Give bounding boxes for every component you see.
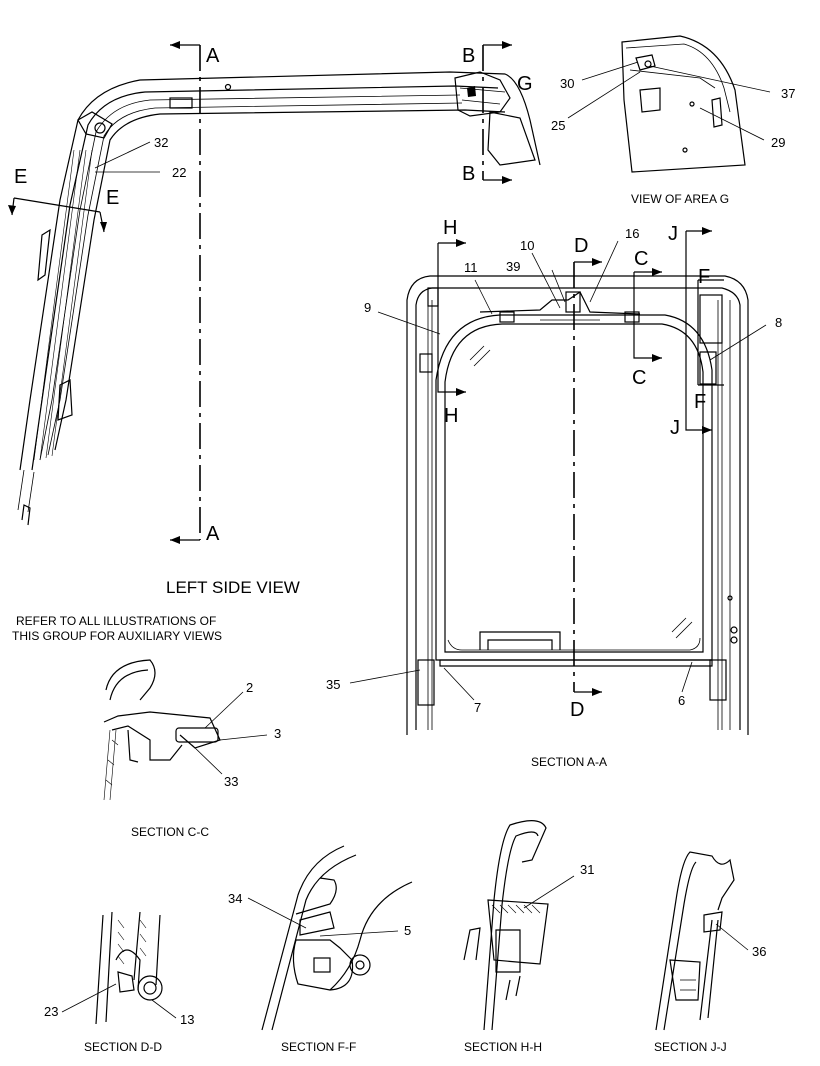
marker-h-top: H: [443, 217, 457, 239]
marker-a-top: A: [206, 45, 220, 67]
section-h-title: SECTION H-H: [464, 1040, 542, 1054]
callout-7: 7: [474, 700, 481, 715]
callout-9: 9: [364, 300, 371, 315]
section-d-d: 23 13 SECTION D-D: [44, 911, 194, 1054]
marker-g: G: [517, 73, 533, 95]
callout-10: 10: [520, 238, 534, 253]
callout-13: 13: [180, 1012, 194, 1027]
callout-33: 33: [224, 774, 238, 789]
callout-3: 3: [274, 726, 281, 741]
callout-37: 37: [781, 86, 795, 101]
callout-25: 25: [551, 118, 565, 133]
marker-e-left: E: [14, 166, 27, 188]
left-side-view-title: LEFT SIDE VIEW: [166, 578, 300, 597]
callout-32: 32: [154, 135, 168, 150]
section-c-title: SECTION C-C: [131, 825, 209, 839]
section-h-h: 31 SECTION H-H: [463, 820, 594, 1054]
note-line-2: THIS GROUP FOR AUXILIARY VIEWS: [12, 629, 222, 643]
section-f-f: 34 5 SECTION F-F: [228, 845, 413, 1054]
section-c-c: 2 3 33 SECTION C-C: [103, 659, 281, 839]
section-f-title: SECTION F-F: [281, 1040, 356, 1054]
marker-b-bottom: B: [462, 163, 475, 185]
callout-5: 5: [404, 923, 411, 938]
section-a-title: SECTION A-A: [531, 755, 607, 769]
callout-34: 34: [228, 891, 242, 906]
marker-f-bottom: F: [694, 391, 706, 413]
marker-h-bottom: H: [444, 405, 458, 427]
callout-8: 8: [775, 315, 782, 330]
view-area-g-title: VIEW OF AREA G: [631, 192, 729, 206]
marker-c-top: C: [634, 248, 648, 270]
marker-d-bottom: D: [570, 699, 584, 721]
section-j-j: 36 SECTION J-J: [654, 851, 766, 1054]
marker-j-bottom: J: [670, 417, 680, 439]
marker-f-top: F: [698, 266, 710, 288]
callout-29: 29: [771, 135, 785, 150]
section-j-title: SECTION J-J: [654, 1040, 727, 1054]
callout-31: 31: [580, 862, 594, 877]
section-a-a: H H D D C C J J F F 10 16 11 39 9 8 35 7…: [326, 217, 782, 769]
view-of-area-g: 30 37 25 29 VIEW OF AREA G: [551, 35, 795, 206]
marker-a-bottom: A: [206, 523, 220, 545]
marker-d-top: D: [574, 235, 588, 257]
left-side-view: A A B B G E E 32 22 LEFT SIDE VIEW REFER…: [8, 41, 541, 643]
callout-11: 11: [464, 260, 478, 275]
marker-j-top: J: [668, 223, 678, 245]
marker-c-bottom: C: [632, 367, 646, 389]
callout-16: 16: [625, 226, 639, 241]
callout-6: 6: [678, 693, 685, 708]
callout-30: 30: [560, 76, 574, 91]
callout-36: 36: [752, 944, 766, 959]
callout-39: 39: [506, 259, 520, 274]
section-d-title: SECTION D-D: [84, 1040, 162, 1054]
marker-e-right: E: [106, 187, 119, 209]
callout-23: 23: [44, 1004, 58, 1019]
callout-35: 35: [326, 677, 340, 692]
callout-22: 22: [172, 165, 186, 180]
marker-b-top: B: [462, 45, 475, 67]
note-line-1: REFER TO ALL ILLUSTRATIONS OF: [16, 614, 216, 628]
callout-2: 2: [246, 680, 253, 695]
